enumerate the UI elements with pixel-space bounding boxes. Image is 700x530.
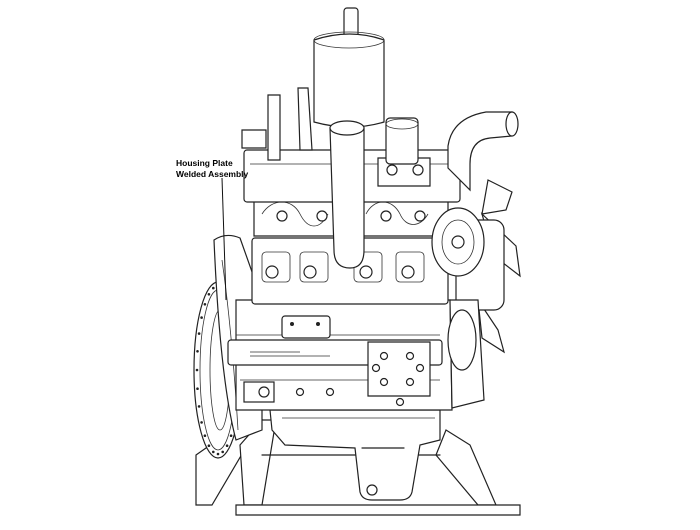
- block-bolt: [379, 351, 389, 361]
- radiator-hose: [447, 111, 519, 192]
- ring-gear-tooth: [203, 434, 207, 438]
- ring-gear-tooth: [203, 303, 207, 306]
- muffler: [313, 7, 385, 128]
- ring-gear-tooth: [216, 452, 220, 456]
- exhaust-pipe: [329, 120, 365, 269]
- ring-gear-tooth: [212, 450, 215, 454]
- ring-gear-tooth: [196, 350, 199, 353]
- ring-gear-tooth: [197, 332, 201, 335]
- ring-gear-tooth: [196, 387, 199, 391]
- callout-label: Housing Plate Welded Assembly: [176, 158, 248, 180]
- ring-gear-tooth: [207, 444, 211, 448]
- ring-gear-tooth: [207, 293, 211, 296]
- block-bolt: [371, 363, 381, 373]
- lifting-bracket: [241, 87, 313, 161]
- cylinder-head: [251, 237, 449, 339]
- ring-gear-tooth: [200, 421, 203, 424]
- ring-gear-tooth: [200, 316, 203, 319]
- ring-gear-tooth: [195, 368, 199, 372]
- ring-gear-tooth: [212, 286, 215, 290]
- ring-gear-tooth: [225, 444, 229, 448]
- engine-stand: [195, 419, 521, 516]
- callout-leader: [221, 177, 227, 301]
- fan: [455, 179, 521, 354]
- engine-block: [227, 299, 453, 411]
- alternator: [431, 207, 485, 277]
- block-bolt: [395, 397, 405, 407]
- block-bolt: [405, 377, 415, 387]
- air-intake: [385, 117, 419, 165]
- block-bolt: [295, 387, 305, 397]
- callout-line-2: Welded Assembly: [176, 169, 249, 179]
- ring-gear-tooth: [197, 405, 201, 408]
- ring-gear-tooth: [229, 434, 233, 438]
- block-bolt: [405, 351, 415, 361]
- block-bolt: [325, 387, 335, 397]
- block-bolt: [379, 377, 389, 387]
- block-bolt: [415, 363, 425, 373]
- front-cover: [447, 299, 485, 409]
- oil-pan: [269, 409, 441, 501]
- callout-line-1: Housing Plate: [176, 158, 233, 168]
- ring-gear-tooth: [221, 450, 224, 454]
